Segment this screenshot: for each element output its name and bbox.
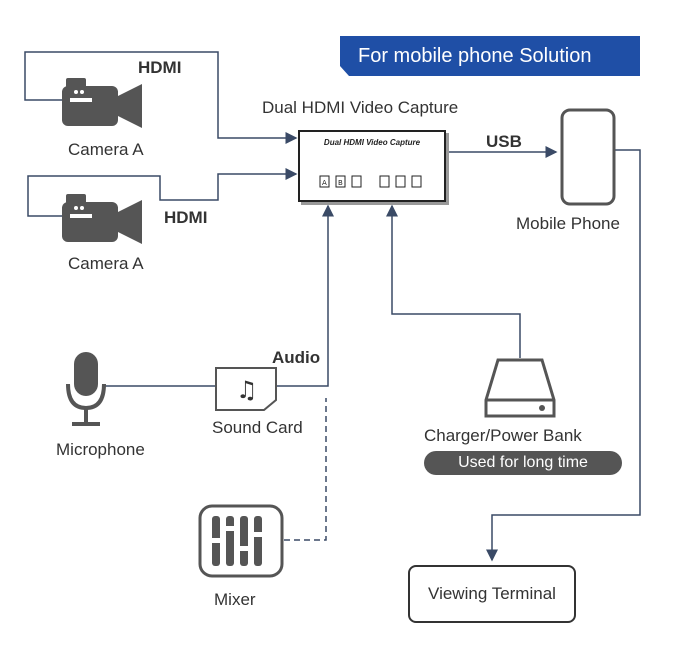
audio-label: Audio <box>272 348 321 367</box>
capture-label: Dual HDMI Video Capture <box>262 98 459 117</box>
viewing-terminal-label: Viewing Terminal <box>428 584 556 603</box>
viewing-terminal-box: Viewing Terminal <box>408 565 576 623</box>
microphone-label: Microphone <box>56 440 145 459</box>
power-bank-icon <box>484 358 556 418</box>
usb-label: USB <box>486 132 522 151</box>
svg-text:♫: ♫ <box>236 376 258 404</box>
camera-a-label-1: Camera A <box>68 140 144 159</box>
mixer-icon <box>198 504 284 578</box>
banner-text: For mobile phone Solution <box>358 44 592 67</box>
mixer-line <box>284 398 327 541</box>
charger-label: Charger/Power Bank <box>424 426 582 445</box>
mobile-phone-label: Mobile Phone <box>516 214 620 233</box>
phone-terminal-line <box>486 149 641 562</box>
capture-inner-label: Dual HDMI Video Capture <box>323 138 421 147</box>
audio-line <box>104 206 328 387</box>
sound-card-label: Sound Card <box>212 418 303 437</box>
sound-card-icon: ♫ <box>215 367 277 411</box>
svg-text:B: B <box>338 179 343 187</box>
mobile-phone-icon <box>560 108 616 206</box>
hdmi-label-2: HDMI <box>164 208 208 227</box>
charger-line <box>386 204 521 358</box>
svg-text:A: A <box>322 179 327 187</box>
camera-icon <box>62 78 142 128</box>
microphone-icon <box>66 352 106 426</box>
usage-badge-text: Used for long time <box>458 454 588 471</box>
hdmi-label-1: HDMI <box>138 58 182 77</box>
camera-a-label-2: Camera A <box>68 254 144 273</box>
camera-icon <box>62 194 142 244</box>
usage-badge: Used for long time <box>424 451 622 475</box>
hdmi-line-1 <box>24 51 298 144</box>
hdmi-line-2 <box>27 168 298 217</box>
solution-banner: For mobile phone Solution <box>340 36 640 76</box>
mixer-label: Mixer <box>214 590 256 609</box>
